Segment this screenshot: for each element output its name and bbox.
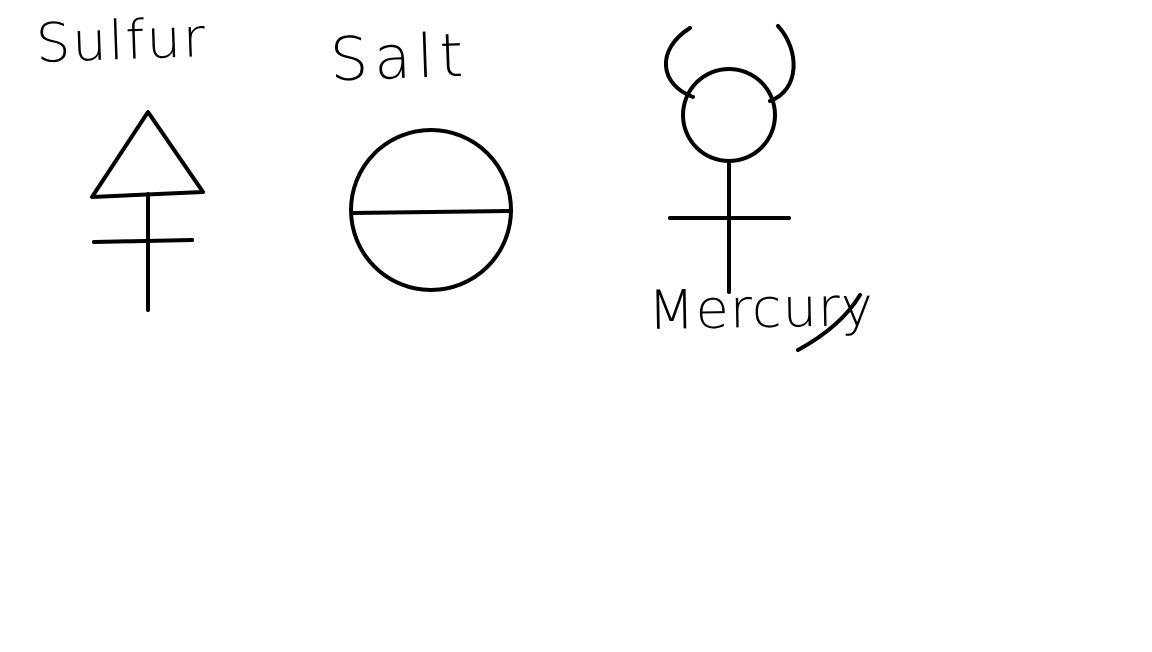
alchemical-salt-icon <box>349 128 513 292</box>
sulfur-label: Sulfur <box>34 6 208 75</box>
mercury-left-horn <box>663 26 695 99</box>
sulfur-crossbar <box>92 238 194 244</box>
salt-label: Salt <box>328 20 471 96</box>
mercury-label: Mercury <box>647 275 875 342</box>
alchemical-sulfur-icon <box>90 110 205 312</box>
mercury-circle <box>681 67 777 163</box>
alchemical-mercury-icon <box>663 24 862 352</box>
mercury-right-horn <box>768 24 796 103</box>
stray-dot <box>721 532 723 534</box>
salt-bar <box>350 209 513 215</box>
mercury-label-tail <box>796 293 862 352</box>
sulfur-triangle <box>90 110 205 199</box>
